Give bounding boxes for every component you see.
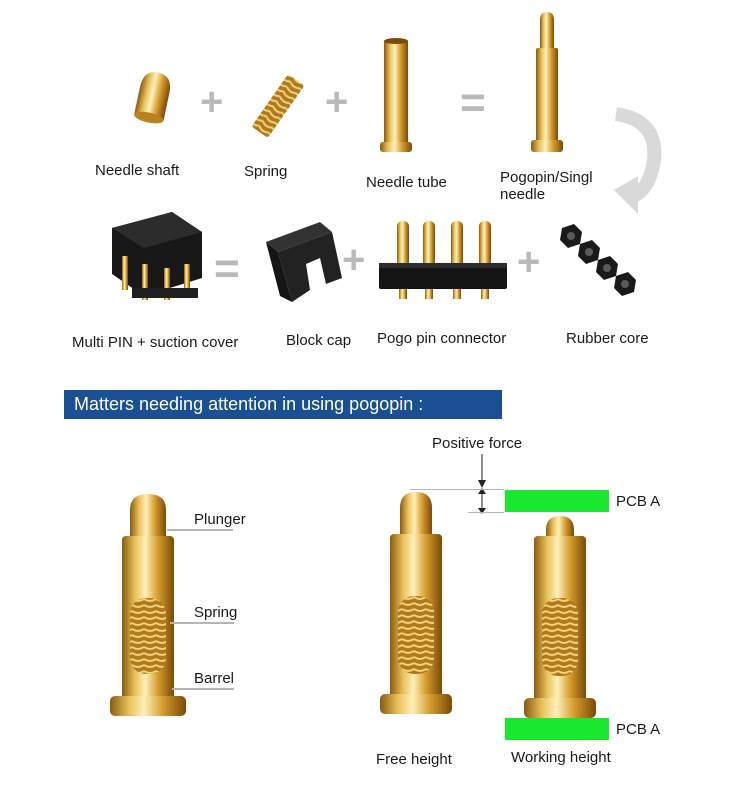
pogopin-anatomy-image: [110, 494, 186, 716]
plunger-label: Plunger: [194, 511, 246, 528]
pogopin-label-line2: needle: [500, 186, 546, 203]
force-arrow-icon: [478, 454, 486, 514]
section-title-banner: Matters needing attention in using pogop…: [64, 390, 502, 419]
curved-arrow-icon: [614, 107, 662, 214]
free-height-top-line: [410, 489, 504, 490]
positive-force-label: Positive force: [432, 435, 523, 452]
pcb-top-board: [505, 490, 609, 512]
spring-leader-line: [170, 622, 234, 624]
plus-operator: +: [342, 238, 366, 282]
barrel-label: Barrel: [194, 670, 235, 687]
free-height-label: Free height: [376, 751, 452, 768]
working-height-pin-image: [524, 516, 596, 718]
needle-shaft-label: Needle shaft: [95, 162, 180, 179]
block-cap-label: Block cap: [286, 332, 352, 349]
pcb-surface-line: [468, 512, 504, 513]
pogo-pin-connector-image: [379, 221, 507, 299]
needle-tube-image: [380, 38, 412, 152]
rubber-core-image: [560, 224, 636, 296]
spring-image: [252, 75, 304, 137]
connector-label: Pogo pin connector: [377, 330, 507, 347]
plus-operator: +: [200, 80, 224, 124]
pcb-bottom-board: [505, 718, 609, 740]
pcb-bottom-label: PCB A: [616, 721, 661, 738]
rubber-core-label: Rubber core: [566, 330, 649, 347]
multi-pin-suction-cover-image: [112, 212, 202, 300]
block-cap-image: [266, 222, 342, 302]
plunger-leader-line: [167, 529, 233, 531]
pogopin-image: [531, 12, 563, 152]
multi-pin-label: Multi PIN + suction cover: [72, 334, 239, 351]
equals-operator: =: [214, 244, 240, 293]
spring-part-label: Spring: [194, 604, 238, 621]
equals-operator: =: [460, 78, 486, 127]
barrel-leader-line: [172, 688, 234, 690]
plus-operator: +: [325, 80, 349, 124]
pcb-top-label: PCB A: [616, 493, 661, 510]
needle-shaft-image: [134, 72, 171, 124]
section-title: Matters needing attention in using pogop…: [74, 394, 424, 414]
spring-label: Spring: [244, 163, 288, 180]
needle-tube-label: Needle tube: [366, 174, 447, 191]
plus-operator: +: [517, 240, 541, 284]
working-height-label: Working height: [511, 749, 611, 766]
free-height-pin-image: [380, 492, 452, 714]
pogopin-label-line1: Pogopin/Singl: [500, 169, 593, 186]
